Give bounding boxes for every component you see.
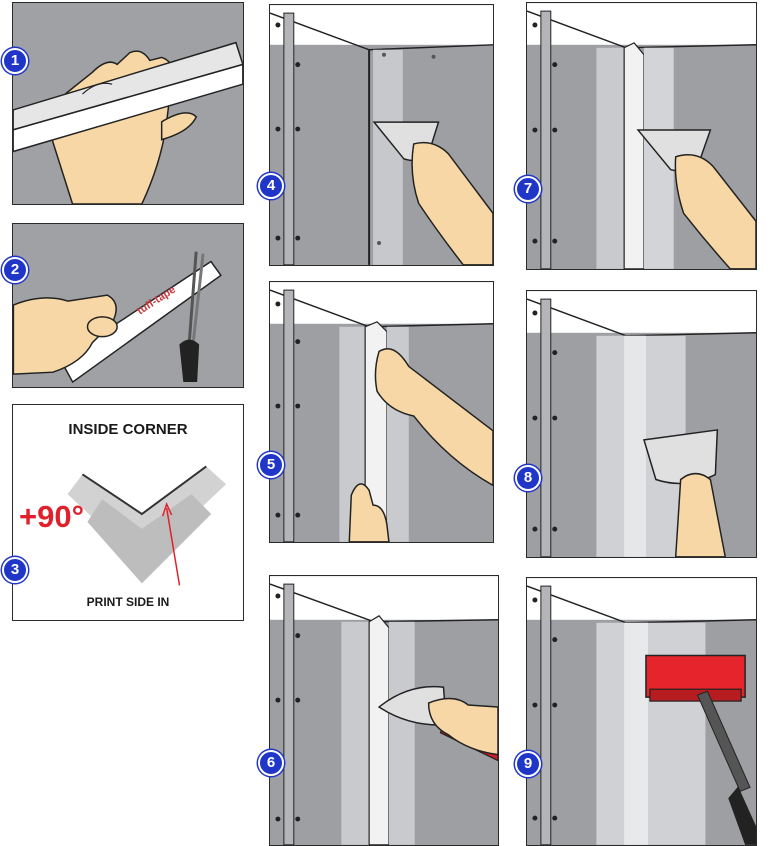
step-4-panel (269, 4, 494, 266)
step-6-panel (269, 575, 499, 846)
step-4-illustration (270, 5, 493, 265)
step-7-illustration (527, 3, 756, 269)
step-5-panel (269, 281, 494, 543)
step-6-illustration (270, 576, 498, 845)
step-5-illustration (270, 282, 493, 542)
step-2-badge: 2 (2, 257, 28, 283)
corner-tape-diagram (67, 465, 227, 586)
step-1-badge: 1 (2, 48, 28, 74)
step-7-panel (526, 2, 757, 270)
step-9-panel (526, 577, 757, 846)
print-side-note: PRINT SIDE IN (86, 595, 170, 609)
step-6-badge: 6 (258, 750, 284, 776)
step-9-badge: 9 (515, 751, 541, 777)
step-8-illustration (527, 291, 756, 557)
pole-sander (645, 654, 756, 845)
inside-corner-title: INSIDE CORNER (68, 421, 188, 438)
step-3-panel: INSIDE CORNER +90° PRINT SIDE IN (12, 404, 244, 621)
step-9-illustration (527, 578, 756, 845)
step-8-badge: 8 (515, 465, 541, 491)
step-8-panel (526, 290, 757, 558)
step-4-badge: 4 (258, 173, 284, 199)
step-3-badge: 3 (2, 557, 28, 583)
step-1-illustration (13, 41, 243, 204)
angle-label: +90° (19, 499, 84, 534)
step-2-illustration: tuff-tape (13, 251, 222, 384)
step-1-panel (12, 2, 244, 205)
step-7-badge: 7 (515, 176, 541, 202)
step-5-badge: 5 (258, 452, 284, 478)
step-2-panel: tuff-tape (12, 223, 244, 388)
